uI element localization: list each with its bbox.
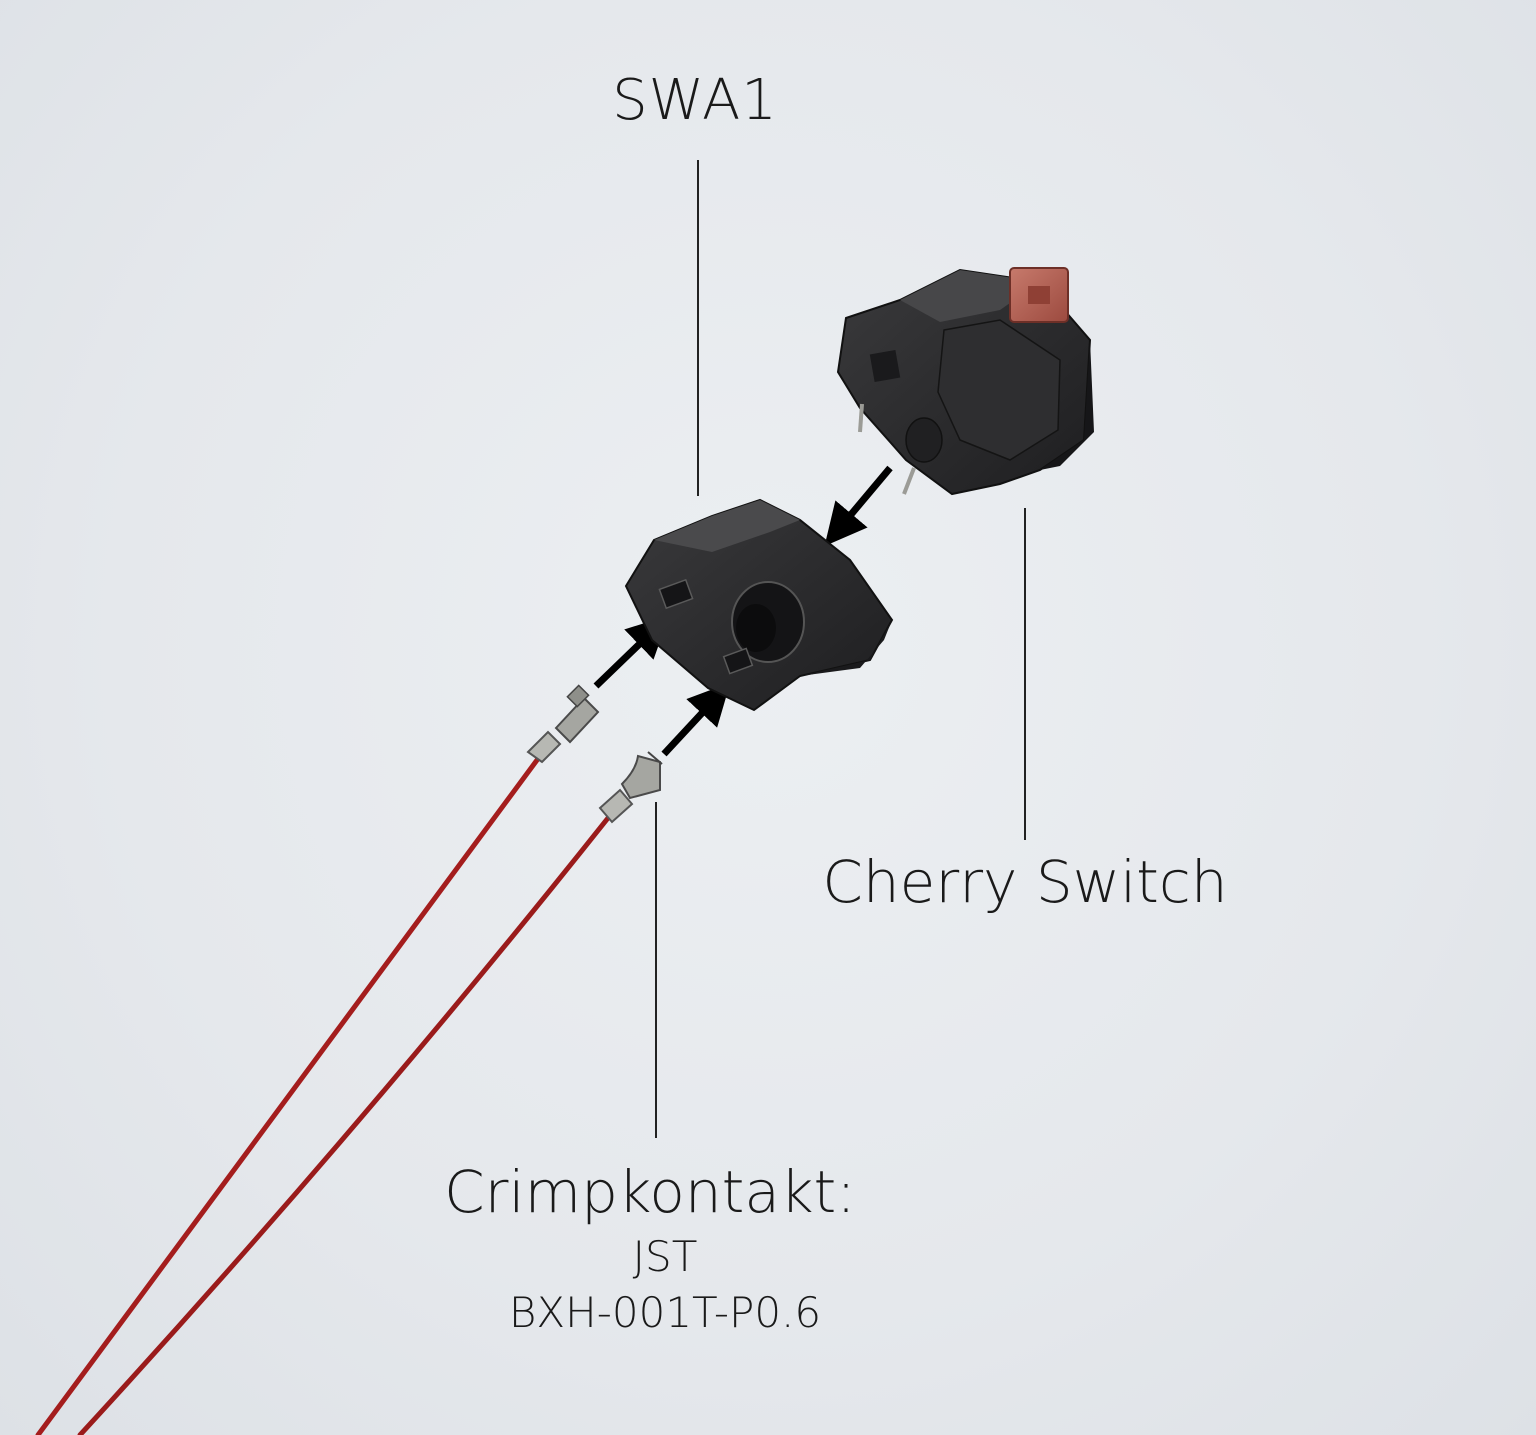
arrow-switch — [824, 465, 893, 547]
crimp-part-label: BXH-001T-P0.6 — [508, 1288, 822, 1337]
cherry-switch — [836, 267, 1094, 496]
crimp-title-label: Crimpkontakt: — [444, 1158, 856, 1226]
crimp-brand-label: JST — [632, 1232, 698, 1281]
wire-right — [77, 815, 611, 1435]
switch-label: Cherry Switch — [822, 848, 1228, 916]
crimp-terminal-left — [526, 684, 600, 764]
crimp-terminal-right — [598, 751, 663, 824]
swa1-connector — [624, 498, 894, 712]
arrow-terminal-right — [661, 682, 731, 757]
arrow-terminal-left — [593, 615, 670, 689]
connector-label: SWA1 — [612, 68, 778, 133]
wire-left — [35, 753, 543, 1435]
